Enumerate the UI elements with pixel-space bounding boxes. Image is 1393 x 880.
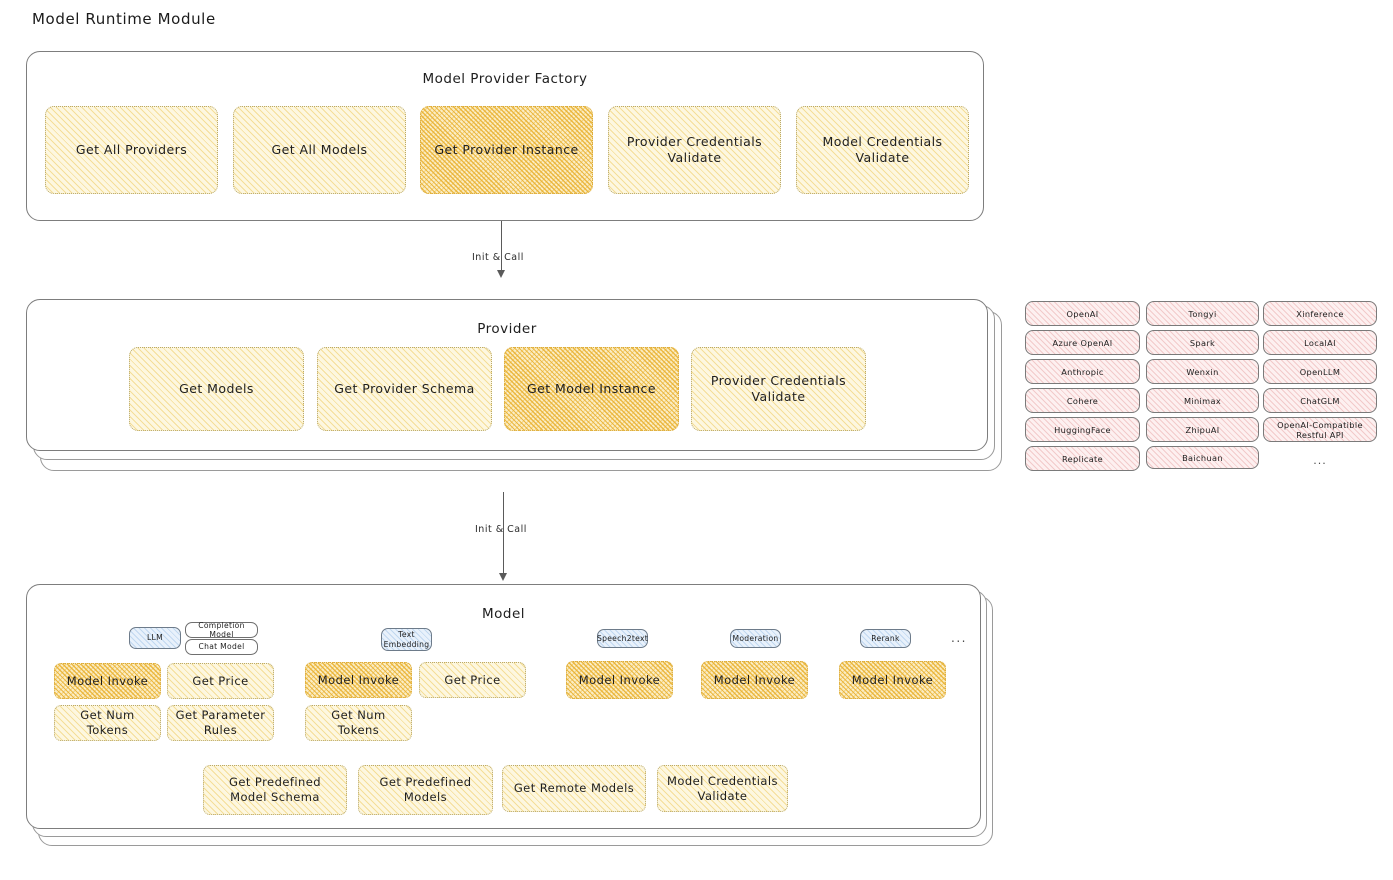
model-method-rerank-model-invoke[interactable]: Model Invoke: [839, 661, 946, 699]
model-type-badge-rerank[interactable]: Rerank: [860, 629, 911, 648]
provider-chip-tongyi[interactable]: Tongyi: [1146, 301, 1259, 326]
provider-chip-cohere[interactable]: Cohere: [1025, 388, 1140, 413]
model-common-method-get-predefined-models[interactable]: Get Predefined Models: [358, 765, 493, 815]
provider-function-get-models[interactable]: Get Models: [129, 347, 304, 431]
provider-chip-huggingface[interactable]: HuggingFace: [1025, 417, 1140, 442]
factory-function-get-all-models[interactable]: Get All Models: [233, 106, 406, 194]
provider-title: Provider: [477, 321, 537, 337]
model-type-badge-llm[interactable]: LLM: [129, 627, 181, 649]
model-subtype-badge-chat-model[interactable]: Chat Model: [185, 639, 258, 655]
model-method-llm-get-parameter-rules[interactable]: Get Parameter Rules: [167, 705, 274, 741]
provider-chip-wenxin[interactable]: Wenxin: [1146, 359, 1259, 384]
model-type-badge-moderation[interactable]: Moderation: [730, 629, 781, 648]
arrow-factory-to-provider-head: [497, 270, 505, 278]
model-method-speech2text-model-invoke[interactable]: Model Invoke: [566, 661, 673, 699]
model-type-badge-text-embedding[interactable]: Text Embedding: [381, 628, 432, 651]
provider-chip-replicate[interactable]: Replicate: [1025, 446, 1140, 471]
model-common-method-get-predefined-model-schema[interactable]: Get Predefined Model Schema: [203, 765, 347, 815]
model-common-method-get-remote-models[interactable]: Get Remote Models: [502, 765, 646, 812]
model-method-llm-get-num-tokens[interactable]: Get Num Tokens: [54, 705, 161, 741]
model-method-text-embedding-model-invoke[interactable]: Model Invoke: [305, 662, 412, 698]
provider-chip-anthropic[interactable]: Anthropic: [1025, 359, 1140, 384]
page-title: Model Runtime Module: [32, 10, 216, 28]
model-provider-factory-title: Model Provider Factory: [422, 71, 588, 87]
arrow-provider-to-model-label: Init & Call: [475, 524, 527, 535]
model-subtype-badge-completion-model[interactable]: Completion Model: [185, 621, 258, 639]
provider-list-ellipsis: ...: [1313, 454, 1327, 467]
provider-chip-xinference[interactable]: Xinference: [1263, 301, 1377, 326]
arrow-factory-to-provider-line: [501, 221, 503, 271]
model-method-text-embedding-get-price[interactable]: Get Price: [419, 662, 526, 698]
provider-function-provider-credentials-validate[interactable]: Provider Credentials Validate: [691, 347, 866, 431]
model-method-llm-model-invoke[interactable]: Model Invoke: [54, 663, 161, 699]
model-method-llm-get-price[interactable]: Get Price: [167, 663, 274, 699]
factory-function-provider-credentials-validate[interactable]: Provider Credentials Validate: [608, 106, 781, 194]
model-method-text-embedding-get-num-tokens[interactable]: Get Num Tokens: [305, 705, 412, 741]
provider-function-get-provider-schema[interactable]: Get Provider Schema: [317, 347, 492, 431]
provider-chip-zhipuai[interactable]: ZhipuAI: [1146, 417, 1259, 442]
provider-chip-chatglm[interactable]: ChatGLM: [1263, 388, 1377, 413]
arrow-factory-to-provider-label: Init & Call: [472, 252, 524, 263]
arrow-provider-to-model-line: [503, 492, 505, 574]
model-type-badge-speech2text[interactable]: Speech2text: [597, 629, 648, 648]
model-common-method-model-credentials-validate[interactable]: Model Credentials Validate: [657, 765, 788, 812]
arrow-provider-to-model-head: [499, 573, 507, 581]
provider-chip-spark[interactable]: Spark: [1146, 330, 1259, 355]
factory-function-model-credentials-validate[interactable]: Model Credentials Validate: [796, 106, 969, 194]
provider-chip-openllm[interactable]: OpenLLM: [1263, 359, 1377, 384]
provider-chip-baichuan[interactable]: Baichuan: [1146, 446, 1259, 469]
model-title: Model: [481, 606, 526, 622]
provider-chip-azure-openai[interactable]: Azure OpenAI: [1025, 330, 1140, 355]
factory-function-get-all-providers[interactable]: Get All Providers: [45, 106, 218, 194]
provider-chip-openai-compatible-restful-api[interactable]: OpenAI-Compatible Restful API: [1263, 417, 1377, 442]
model-method-moderation-model-invoke[interactable]: Model Invoke: [701, 661, 808, 699]
model-types-ellipsis: ...: [951, 631, 967, 645]
factory-function-get-provider-instance[interactable]: Get Provider Instance: [420, 106, 593, 194]
provider-function-get-model-instance[interactable]: Get Model Instance: [504, 347, 679, 431]
provider-chip-minimax[interactable]: Minimax: [1146, 388, 1259, 413]
provider-chip-openai[interactable]: OpenAI: [1025, 301, 1140, 326]
provider-chip-localai[interactable]: LocalAI: [1263, 330, 1377, 355]
